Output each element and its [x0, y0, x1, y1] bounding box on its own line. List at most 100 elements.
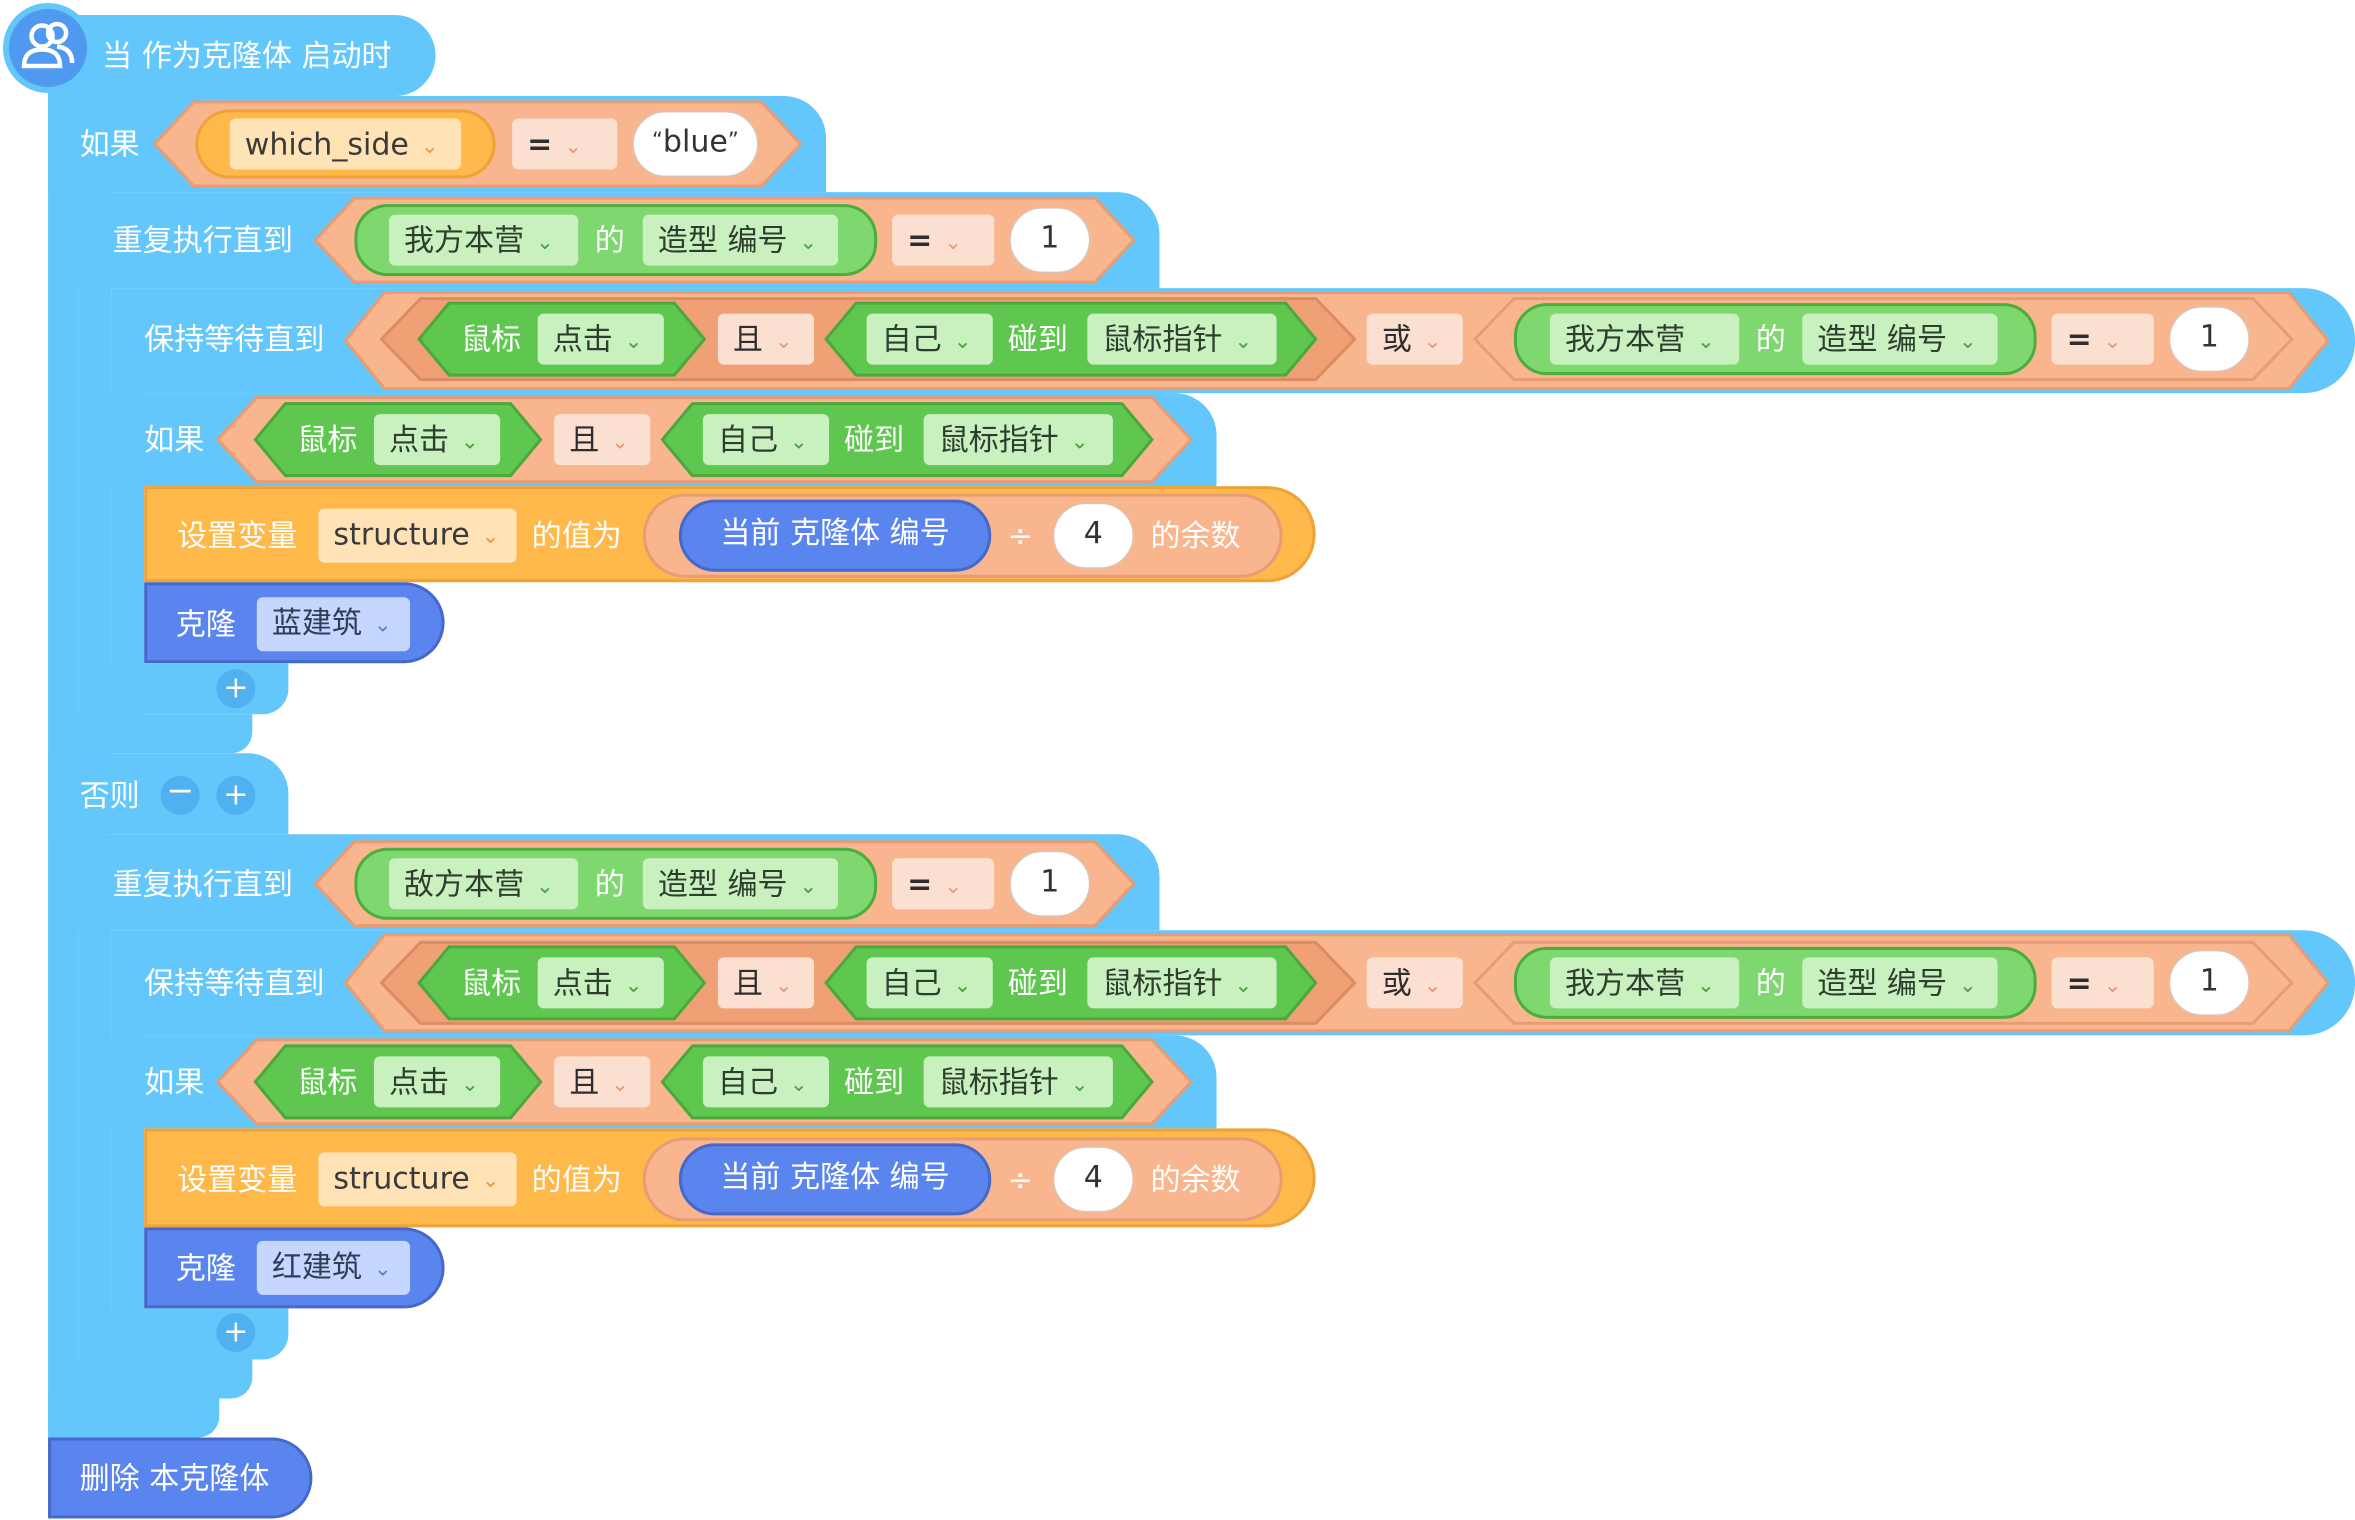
variable-dropdown-structure[interactable]: structure ⌄ [318, 508, 517, 563]
touching-label: 碰到 [1007, 964, 1068, 1001]
mouse-pointer-dropdown[interactable]: 鼠标指针⌄ [923, 414, 1113, 466]
clone-users-icon [3, 3, 94, 94]
mouse-pointer-dropdown[interactable]: 鼠标指针 ⌄ [1087, 957, 1277, 1009]
operator-dropdown[interactable]: =⌄ [2051, 313, 2154, 365]
plus-icon[interactable]: + [216, 669, 256, 709]
mouse-pointer-text: 鼠标指针 [1102, 964, 1223, 1001]
mouse-pointer-dropdown[interactable]: 鼠标指针⌄ [923, 1056, 1113, 1108]
self-dropdown[interactable]: 自己⌄ [702, 414, 830, 466]
set-variable-label: 设置变量 [177, 517, 298, 554]
number-input[interactable]: 1 [1009, 850, 1091, 917]
mouse-pointer-text: 鼠标指针 [1102, 321, 1223, 358]
property-dropdown-costume-number[interactable]: 造型 编号⌄ [1802, 313, 1998, 365]
divisor-input[interactable]: 4 [1052, 502, 1134, 569]
and-dropdown[interactable]: 且⌄ [554, 414, 651, 466]
property-dropdown-costume-number[interactable]: 造型 编号 ⌄ [1802, 957, 1998, 1009]
and-dropdown[interactable]: 且⌄ [717, 957, 815, 1009]
our-base-text: 我方本营 [1564, 321, 1686, 358]
chevron-down-icon: ⌄ [2103, 329, 2122, 354]
red-building-text: 红建筑 [271, 1248, 362, 1285]
variable-dropdown-structure[interactable]: structure ⌄ [318, 1152, 517, 1207]
structure-text: structure [333, 1159, 470, 1196]
and-dropdown[interactable]: 且⌄ [717, 313, 815, 365]
to-value-label: 的值为 [531, 517, 622, 554]
number-input[interactable]: 1 [1009, 207, 1091, 274]
and-text: 且 [732, 964, 763, 1001]
click-dropdown[interactable]: 点击⌄ [537, 957, 664, 1009]
operator-text: = [527, 126, 553, 163]
mod-label: 的余数 [1150, 517, 1241, 554]
chevron-down-icon: ⌄ [564, 134, 582, 159]
property-dropdown-costume-number[interactable]: 造型 编号⌄ [642, 214, 839, 266]
sprite-dropdown-our-base[interactable]: 我方本营 ⌄ [1549, 313, 1740, 365]
operator-dropdown[interactable]: =⌄ [892, 858, 995, 910]
chevron-down-icon: ⌄ [536, 230, 554, 255]
chevron-down-icon: ⌄ [789, 429, 808, 454]
sprite-dropdown-our-base[interactable]: 我方本营⌄ [1549, 957, 1740, 1009]
chevron-down-icon: ⌄ [953, 973, 972, 998]
structure-text: structure [333, 516, 470, 553]
self-dropdown[interactable]: 自己⌄ [702, 1056, 830, 1108]
plus-icon[interactable]: + [216, 775, 256, 815]
click-dropdown[interactable]: 点击⌄ [373, 414, 501, 466]
clone-target-dropdown-red-building[interactable]: 红建筑⌄ [256, 1240, 411, 1295]
enemy-base-text: 敌方本营 [404, 865, 525, 902]
number-input[interactable]: 1 [2168, 306, 2250, 373]
clone-target-dropdown-blue-building[interactable]: 蓝建筑⌄ [256, 597, 411, 652]
or-dropdown[interactable]: 或⌄ [1366, 957, 1463, 1009]
divisor-input[interactable]: 4 [1052, 1146, 1134, 1213]
costume-number-text: 造型 编号 [1817, 964, 1948, 1001]
sprite-dropdown-enemy-base[interactable]: 敌方本营⌄ [388, 858, 579, 910]
chevron-down-icon: ⌄ [774, 329, 793, 354]
self-dropdown[interactable]: 自己⌄ [866, 313, 993, 365]
click-dropdown[interactable]: 点击⌄ [373, 1056, 501, 1108]
blue-building-text: 蓝建筑 [271, 604, 362, 641]
self-text: 自己 [881, 321, 942, 358]
wait-until-label: 保持等待直到 [144, 321, 325, 358]
string-input-blue[interactable]: “blue” [632, 111, 759, 178]
self-text: 自己 [881, 964, 942, 1001]
number-input[interactable]: 1 [2168, 949, 2250, 1016]
mouse-pointer-text: 鼠标指针 [938, 421, 1059, 458]
and-text: 且 [732, 321, 763, 358]
set-variable-label: 设置变量 [177, 1161, 298, 1198]
hat-block-when-clone-starts[interactable] [48, 15, 436, 97]
if-inner-cap-red [78, 1359, 253, 1399]
chevron-down-icon: ⌄ [1959, 973, 1977, 998]
minus-icon[interactable]: − [160, 775, 200, 815]
chevron-down-icon: ⌄ [481, 524, 500, 549]
chevron-down-icon: ⌄ [481, 1168, 500, 1193]
clone-number-reporter[interactable]: 当前 克隆体 编号 [678, 1143, 992, 1216]
sprite-dropdown-our-base[interactable]: 我方本营⌄ [388, 214, 579, 266]
click-dropdown[interactable]: 点击⌄ [537, 313, 664, 365]
operator-dropdown[interactable]: =⌄ [512, 118, 618, 170]
mouse-pointer-dropdown[interactable]: 鼠标指针⌄ [1087, 313, 1277, 365]
or-text: 或 [1381, 964, 1412, 1001]
plus-icon[interactable]: + [216, 1312, 256, 1352]
operator-dropdown[interactable]: =⌄ [2051, 957, 2154, 1009]
delete-clone-block[interactable] [48, 1437, 313, 1519]
repeat-until-label: 重复执行直到 [112, 222, 293, 259]
property-dropdown-costume-number[interactable]: 造型 编号⌄ [642, 858, 839, 910]
chevron-down-icon: ⌄ [1234, 973, 1253, 998]
operator-dropdown[interactable]: =⌄ [892, 214, 995, 266]
chevron-down-icon: ⌄ [1423, 329, 1442, 354]
chevron-down-icon: ⌄ [611, 1072, 629, 1097]
repeat-until-label: 重复执行直到 [112, 865, 293, 902]
chevron-down-icon: ⌄ [624, 329, 643, 354]
or-dropdown[interactable]: 或⌄ [1366, 313, 1463, 365]
which-side-dropdown[interactable]: which_side⌄ [229, 118, 462, 170]
if-label: 如果 [144, 421, 205, 458]
and-dropdown[interactable]: 且⌄ [554, 1056, 651, 1108]
clone-number-reporter[interactable]: 当前 克隆体 编号 [678, 499, 992, 572]
chevron-down-icon: ⌄ [789, 1072, 808, 1097]
chevron-down-icon: ⌄ [1697, 329, 1715, 354]
click-text: 点击 [388, 1063, 450, 1100]
self-dropdown[interactable]: 自己 ⌄ [866, 957, 993, 1009]
chevron-down-icon: ⌄ [799, 874, 818, 899]
divide-sign: ÷ [1007, 1161, 1033, 1198]
operator-text: = [907, 865, 933, 902]
if-label: 如果 [79, 126, 140, 163]
hat-label: 当 作为克隆体 启动时 [102, 37, 392, 74]
